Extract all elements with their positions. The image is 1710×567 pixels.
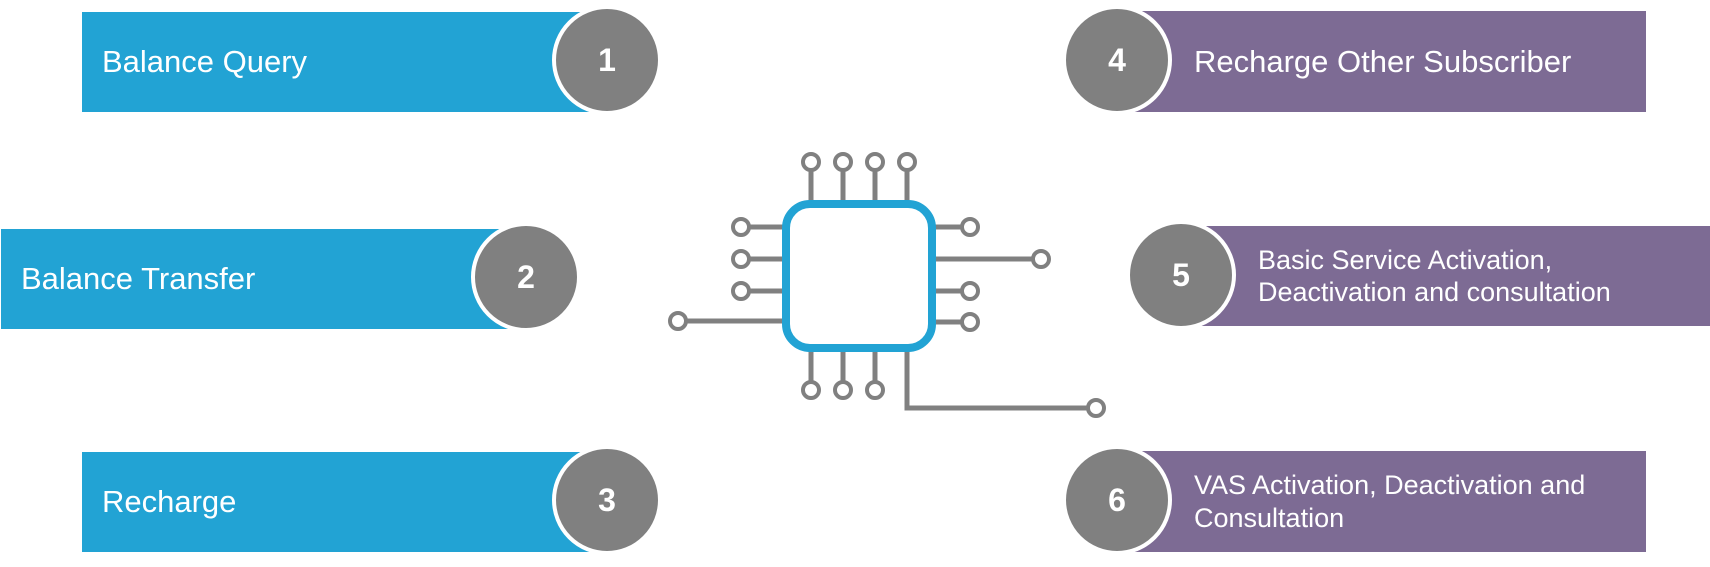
item-6-bar: VAS Activation, Deactivation and Consult… — [1112, 451, 1646, 552]
item-4-bar: Recharge Other Subscriber — [1112, 11, 1646, 112]
item-6-label-line-1: VAS Activation, Deactivation and — [1194, 470, 1586, 501]
item-3-label: Recharge — [102, 484, 237, 520]
chip-node — [731, 249, 751, 269]
chip-trace-bottom-right — [904, 348, 1088, 411]
item-6-badge: 6 — [1062, 445, 1172, 555]
chip-node — [897, 152, 917, 172]
chip-node — [833, 380, 853, 400]
chip-node — [960, 281, 980, 301]
item-1-badge: 1 — [552, 5, 662, 115]
chip-node — [668, 311, 688, 331]
chip-node — [731, 217, 751, 237]
item-2-badge: 2 — [471, 222, 581, 332]
chip-node — [865, 152, 885, 172]
chip-node — [960, 217, 980, 237]
item-6-number: 6 — [1108, 481, 1126, 518]
item-6-label-line-2: Consultation — [1194, 502, 1345, 533]
item-4-number: 4 — [1108, 41, 1126, 78]
chip-node — [801, 152, 821, 172]
item-2-bar: Balance Transfer — [1, 229, 521, 329]
item-5-label-line-2: Deactivation and consultation — [1258, 277, 1611, 307]
chip-body — [782, 200, 936, 352]
item-5-number: 5 — [1172, 256, 1190, 293]
item-5-label: Basic Service Activation, Deactivation a… — [1258, 244, 1611, 309]
item-5-badge: 5 — [1126, 220, 1236, 330]
item-3-number: 3 — [598, 481, 616, 518]
item-1-label: Balance Query — [102, 44, 308, 80]
item-1-bar: Balance Query — [82, 12, 602, 112]
chip-node — [731, 281, 751, 301]
item-5-label-line-1: Basic Service Activation, — [1258, 244, 1553, 275]
item-3-bar: Recharge — [82, 452, 602, 552]
item-5-bar: Basic Service Activation, Deactivation a… — [1176, 226, 1710, 326]
item-1-number: 1 — [598, 41, 616, 78]
item-2-label: Balance Transfer — [21, 261, 256, 297]
chip-node — [960, 312, 980, 332]
chip-node — [865, 380, 885, 400]
chip-node — [1086, 398, 1106, 418]
item-2-number: 2 — [517, 258, 535, 295]
item-6-label: VAS Activation, Deactivation and Consult… — [1194, 469, 1585, 534]
item-3-badge: 3 — [552, 445, 662, 555]
chip-node — [833, 152, 853, 172]
item-4-label: Recharge Other Subscriber — [1194, 43, 1572, 79]
chip-node — [1031, 249, 1051, 269]
chip-node — [801, 380, 821, 400]
item-4-badge: 4 — [1062, 5, 1172, 115]
